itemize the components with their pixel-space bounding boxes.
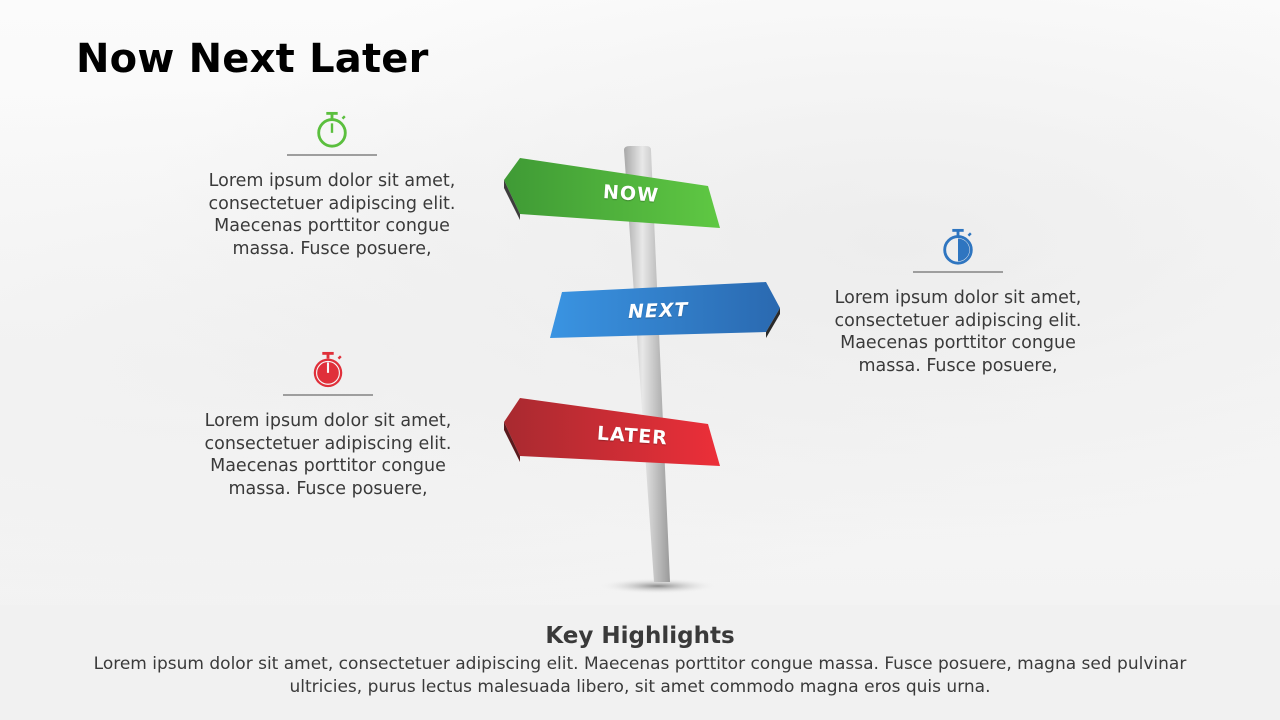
next-description: Lorem ipsum dolor sit amet, consectetuer… [834, 288, 1082, 376]
now-block: Lorem ipsum dolor sit amet, consectetuer… [182, 110, 482, 260]
key-highlights-panel: Key Highlights Lorem ipsum dolor sit ame… [0, 605, 1280, 720]
later-description: Lorem ipsum dolor sit amet, consectetuer… [204, 411, 452, 499]
stopwatch-filled-icon [313, 351, 343, 388]
next-sign-label: NEXT [627, 298, 689, 324]
now-description: Lorem ipsum dolor sit amet, consectetuer… [208, 171, 456, 259]
stopwatch-half-icon [943, 228, 973, 265]
later-block: Lorem ipsum dolor sit amet, consectetuer… [178, 350, 478, 500]
divider [913, 271, 1003, 273]
next-block: Lorem ipsum dolor sit amet, consectetuer… [808, 227, 1108, 377]
slide-title: Now Next Later [76, 36, 429, 82]
signpost-graphic: NOW NEXT LATER [490, 140, 800, 600]
now-sign-label: NOW [602, 181, 660, 207]
key-highlights-heading: Key Highlights [545, 623, 735, 649]
stopwatch-outline-icon [317, 111, 347, 148]
signpost-svg [504, 146, 780, 594]
divider [283, 394, 373, 396]
divider [287, 154, 377, 156]
key-highlights-body: Lorem ipsum dolor sit amet, consectetuer… [93, 654, 1187, 697]
